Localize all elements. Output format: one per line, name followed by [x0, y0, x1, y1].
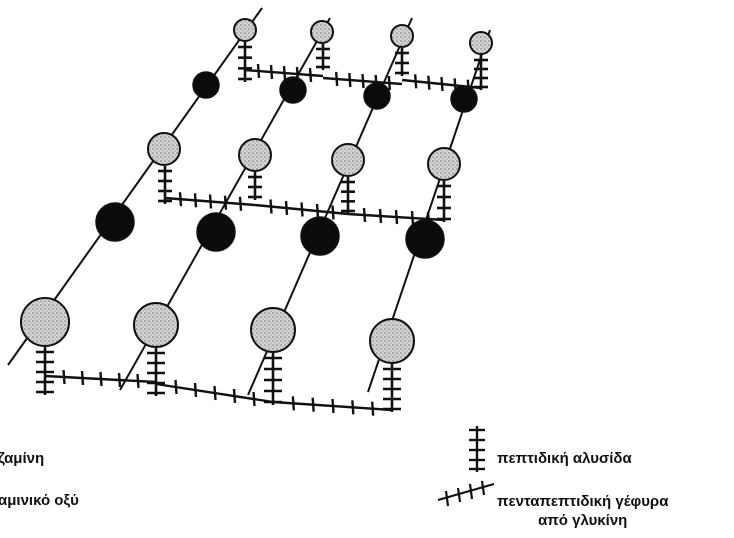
glycine-bridge-tick [334, 71, 339, 87]
nam-sugar [95, 202, 135, 242]
nam-sugar [192, 71, 220, 99]
glycan-strands [7, 7, 491, 396]
glycine-bridge-tick [427, 75, 431, 90]
glycine-bridge-icon [437, 480, 495, 507]
nag-sugar [233, 18, 257, 42]
glycine-bridge-tick [208, 194, 213, 209]
nag-sugar [238, 138, 272, 172]
glycine-bridge-tick [136, 373, 140, 389]
nag-sugar [390, 24, 414, 48]
glycine-bridge-tick [361, 73, 365, 89]
legend-label-bridge-line2: από γλυκίνη [538, 512, 628, 529]
glycine-bridges [44, 63, 482, 416]
nam-sugar [300, 216, 340, 256]
glycine-bridge-tick [413, 74, 418, 89]
glycine-bridge-tick [269, 199, 273, 214]
glycine-bridge-tick [232, 388, 237, 404]
glycine-bridge-tick [62, 369, 66, 385]
glycine-bridge-tick [348, 72, 352, 88]
legend-label-bridge-line1: πενταπεπτιδική γέφυρα [497, 493, 669, 510]
glycine-bridge-tick [193, 382, 198, 398]
glycine-bridge-tick [410, 210, 415, 226]
sugar-units [20, 18, 493, 364]
glycine-bridge-tick [362, 207, 367, 223]
glycine-bridge-tick [331, 205, 335, 220]
nag-sugar [427, 147, 461, 181]
glycine-bridge-tick [291, 396, 296, 411]
glycine-bridge-tick [378, 208, 383, 224]
peptide-chain-icon [469, 426, 485, 472]
nag-sugar [20, 297, 70, 347]
glycine-bridge-tick [311, 397, 315, 412]
nag-sugar [469, 31, 493, 55]
legend-label-nag: ζαμίνη [0, 450, 45, 467]
glycine-bridge-tick [99, 371, 103, 387]
glycine-bridge-tick [282, 65, 287, 81]
legend-label-peptide-chain: πεπτιδική αλυσίδα [497, 450, 632, 467]
glycine-bridge-tick [213, 385, 217, 401]
nag-sugar [133, 302, 179, 348]
glycine-bridge-tick [174, 379, 178, 395]
legend-label-bridge: πενταπεπτιδική γέφυρα από γλυκίνη [497, 492, 668, 530]
glycine-bridge-tick [351, 400, 355, 415]
glycine-bridge-tick [269, 64, 274, 80]
nag-sugar [369, 318, 415, 364]
glycine-bridge-tick [256, 63, 261, 79]
nag-sugar [147, 132, 181, 166]
nag-sugar [250, 307, 296, 353]
nag-sugar [331, 143, 365, 177]
glycine-bridge-tick [252, 391, 256, 407]
glycine-bridge-tick [387, 75, 392, 91]
glycine-bridge-tick [223, 195, 228, 210]
glycine-bridge-tick [238, 196, 243, 211]
glycine-bridge-tick [440, 76, 444, 92]
glycine-bridge-tick [308, 67, 313, 83]
glycine-bridge-tick [284, 200, 289, 216]
glycine-bridge-tick [315, 203, 320, 219]
glycine-bridge-tick [331, 398, 335, 414]
glycine-bridge-tick [300, 202, 304, 217]
nam-sugar [363, 82, 391, 110]
glycine-bridge-tick [370, 401, 375, 416]
nam-sugar [405, 219, 445, 259]
nam-sugar [450, 85, 478, 113]
nam-sugar [196, 212, 236, 252]
nag-sugar [310, 20, 334, 44]
glycine-bridge-tick [394, 209, 399, 225]
glycine-bridge-tick [178, 192, 183, 207]
nam-sugar [279, 76, 307, 104]
peptide-chains [36, 42, 488, 412]
glycine-bridge-tick [80, 370, 85, 386]
glycine-bridge-tick [193, 193, 198, 208]
legend-label-nam: αμινικό οξύ [0, 492, 79, 509]
glycine-bridge-tick [117, 372, 122, 388]
